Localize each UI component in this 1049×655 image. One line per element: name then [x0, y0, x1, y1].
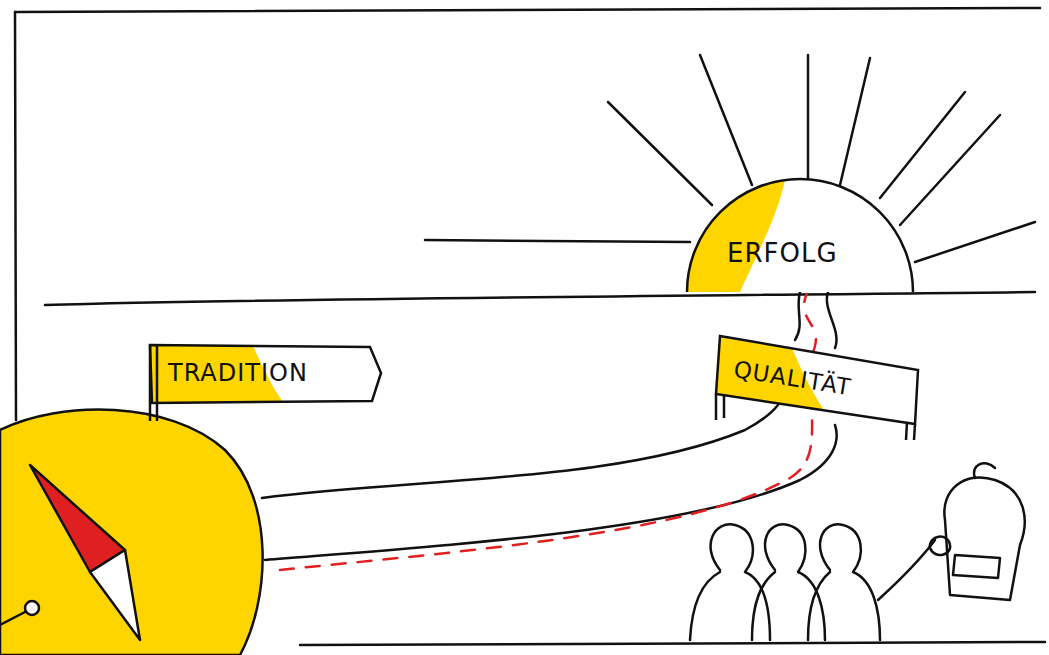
- compass-needle: [30, 465, 125, 572]
- sun-ray: [807, 55, 810, 178]
- flag-sign: TRADITION: [148, 343, 383, 408]
- frame-line: [15, 12, 16, 420]
- road-edge: [262, 405, 778, 498]
- node-outline: [685, 178, 915, 293]
- horizon-line: [45, 292, 1035, 305]
- compass-pin: [25, 601, 39, 615]
- horizon-line: [425, 240, 690, 242]
- horizon-line: [915, 222, 1035, 262]
- sign-text: TRADITION: [168, 359, 308, 387]
- sun-ray: [900, 115, 1000, 225]
- compass-disc: [0, 410, 263, 655]
- frame-line: [15, 8, 1040, 12]
- backpack: [930, 463, 1025, 600]
- frame-line: [300, 642, 1045, 645]
- road-connector: [804, 293, 816, 352]
- banner-sign: QUALITÄT: [712, 332, 927, 442]
- sun-ray: [700, 55, 752, 185]
- road-edge: [827, 292, 837, 348]
- sun-ray: [880, 92, 965, 198]
- sign-text: ERFOLG: [727, 238, 838, 268]
- road-dashes: [280, 405, 812, 570]
- sun-ray: [840, 58, 870, 185]
- sun-node: ERFOLG: [685, 178, 915, 293]
- road-edge: [795, 292, 800, 340]
- compass-pin: [0, 612, 25, 625]
- people: [690, 524, 935, 640]
- compass-needle: [90, 550, 140, 640]
- sun-ray: [608, 102, 712, 205]
